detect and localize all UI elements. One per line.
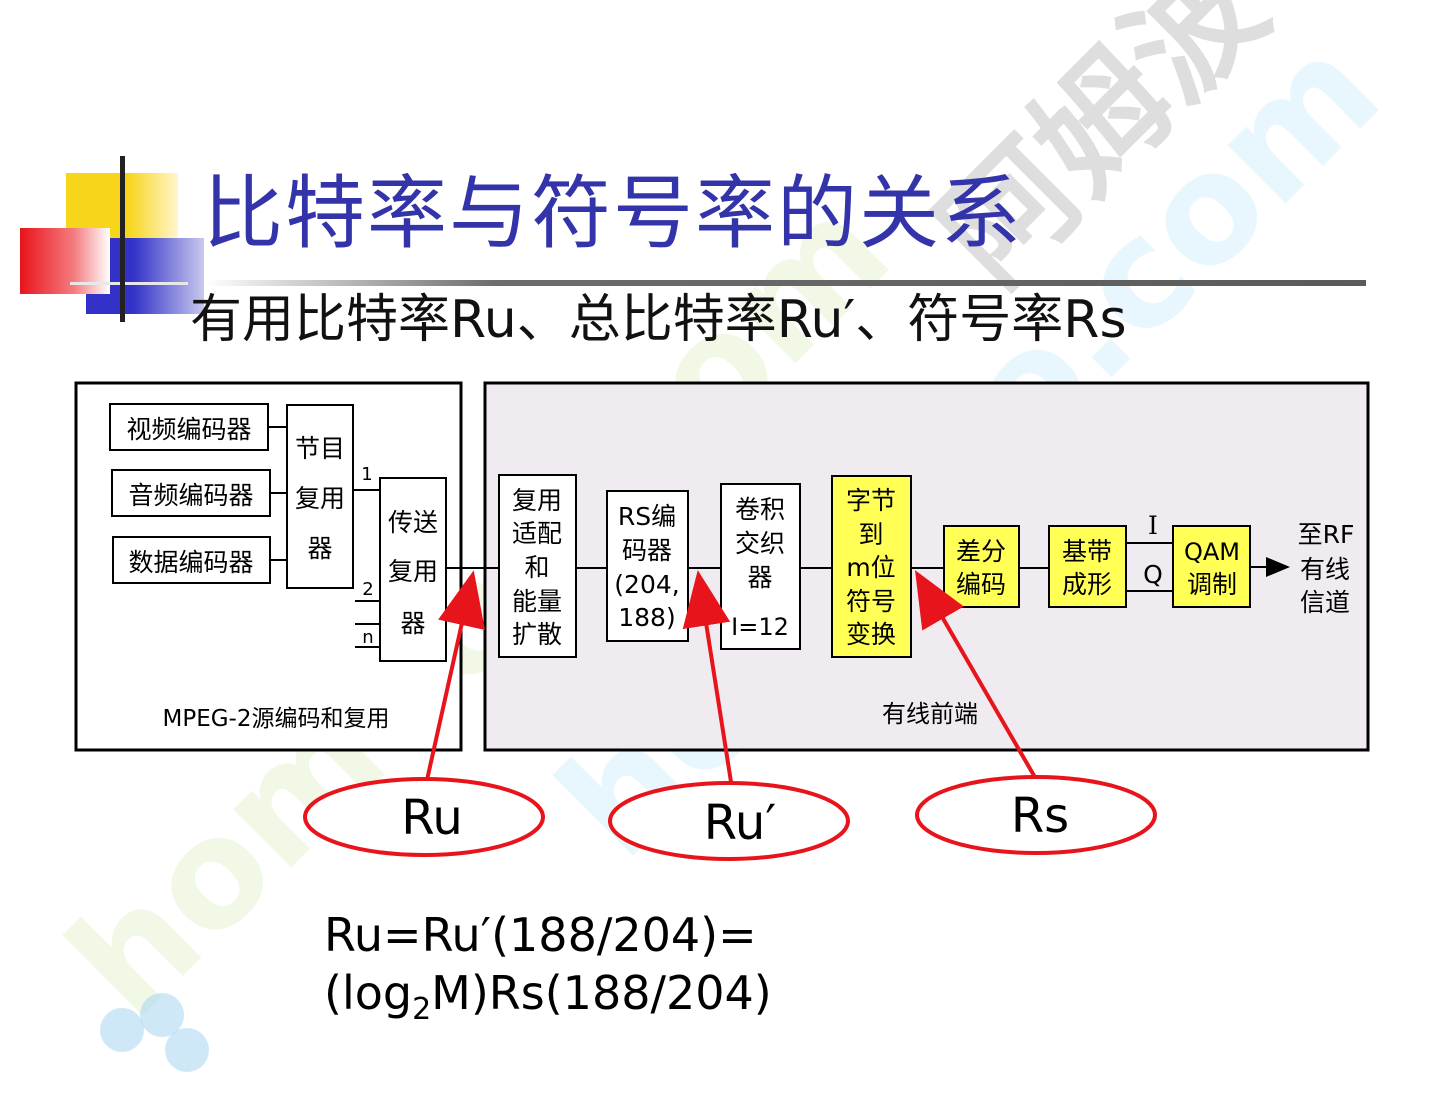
svg-text:编码: 编码 (956, 570, 1006, 599)
data-encoder-block: 数据编码器 (112, 536, 271, 584)
svg-text:差分: 差分 (956, 537, 1006, 566)
bitrate-block-diagram: 视频编码器 音频编码器 数据编码器 节目 复用 器 1 2 n 传送 复用 器 … (74, 381, 1370, 861)
differential-encode-block: 差分 编码 (943, 525, 1020, 608)
svg-text:RS编: RS编 (618, 502, 676, 531)
port-label: n (362, 627, 373, 648)
ru-callout: Ru (303, 777, 545, 857)
svg-text:交织: 交织 (735, 529, 785, 558)
formula-line-2: (log2M)Rs(188/204) (324, 966, 772, 1028)
svg-text:卷积: 卷积 (735, 495, 785, 524)
output-label: 至RF (1298, 520, 1355, 549)
logo-divider (70, 282, 188, 285)
interleaver-block: 卷积 交织 器 I=12 (720, 483, 801, 650)
svg-text:m位: m位 (846, 553, 895, 582)
output-label: 信道 (1300, 588, 1350, 617)
svg-text:复用: 复用 (295, 484, 345, 513)
svg-text:码器: 码器 (622, 536, 672, 565)
mux-adaptation-block: 复用 适配 和 能量 扩散 (498, 474, 577, 658)
encoder-label: 数据编码器 (128, 548, 253, 577)
port-label: 2 (362, 579, 373, 600)
svg-text:符号: 符号 (846, 587, 896, 616)
svg-text:调制: 调制 (1187, 570, 1237, 599)
program-mux-block: 节目 复用 器 (286, 404, 354, 589)
svg-text:字节: 字节 (846, 486, 896, 515)
q-branch-label: Q (1143, 560, 1163, 589)
ru-prime-callout: Ru′ (608, 781, 850, 861)
svg-text:扩散: 扩散 (512, 620, 562, 649)
formula-line-1: Ru=Ru′(188/204)= (324, 908, 757, 962)
page-subtitle: 有用比特率Ru、总比特率Ru′、符号率Rs (190, 290, 1127, 350)
logo-divider (120, 156, 125, 322)
rs-callout-label: Rs (1011, 788, 1069, 844)
svg-text:I=12: I=12 (731, 613, 789, 641)
i-branch-label: I (1148, 511, 1158, 540)
byte-to-symbol-block: 字节 到 m位 符号 变换 (831, 475, 912, 658)
port-label: 1 (361, 464, 372, 485)
svg-text:QAM: QAM (1184, 538, 1240, 566)
ru-prime-callout-label: Ru′ (704, 795, 777, 851)
watermark-flower-icon (100, 993, 209, 1072)
svg-text:复用: 复用 (388, 557, 438, 586)
svg-text:到: 到 (858, 520, 883, 549)
encoder-label: 视频编码器 (126, 415, 251, 444)
video-encoder-block: 视频编码器 (109, 403, 269, 451)
svg-text:器: 器 (747, 563, 772, 592)
rs-pointer-arrow (914, 570, 1038, 781)
svg-text:传送: 传送 (388, 508, 438, 537)
svg-text:节目: 节目 (295, 434, 345, 463)
rs-callout: Rs (915, 775, 1157, 855)
svg-text:(204,: (204, (614, 570, 679, 599)
title-underline (205, 280, 1366, 286)
source-panel-label: MPEG-2源编码和复用 (162, 706, 389, 732)
svg-text:188): 188) (618, 603, 675, 632)
page-title: 比特率与符号率的关系 (203, 167, 1023, 260)
output-label: 有线 (1300, 555, 1350, 584)
baseband-shaping-block: 基带 成形 (1048, 525, 1127, 608)
svg-text:基带: 基带 (1062, 537, 1112, 566)
audio-encoder-block: 音频编码器 (111, 469, 271, 517)
ru-pointer-arrow (425, 570, 485, 781)
svg-text:复用: 复用 (512, 486, 562, 515)
bitrate-formula: Ru=Ru′(188/204)= (log2M)Rs(188/204) (324, 906, 772, 1039)
rs-encoder-block: RS编 码器 (204, 188) (606, 490, 689, 642)
ru-callout-label: Ru (401, 790, 463, 846)
svg-text:能量: 能量 (512, 587, 562, 616)
headend-panel-label: 有线前端 (882, 700, 978, 728)
qam-modulator-block: QAM 调制 (1172, 525, 1251, 608)
svg-text:适配: 适配 (512, 519, 562, 548)
svg-text:和: 和 (524, 553, 549, 582)
ru-prime-pointer-arrow (682, 570, 733, 783)
encoder-label: 音频编码器 (128, 481, 253, 510)
svg-text:器: 器 (400, 609, 425, 638)
svg-text:器: 器 (307, 534, 332, 563)
svg-text:成形: 成形 (1062, 570, 1112, 599)
transport-mux-block: 传送 复用 器 (379, 477, 447, 662)
svg-text:变换: 变换 (846, 620, 896, 649)
